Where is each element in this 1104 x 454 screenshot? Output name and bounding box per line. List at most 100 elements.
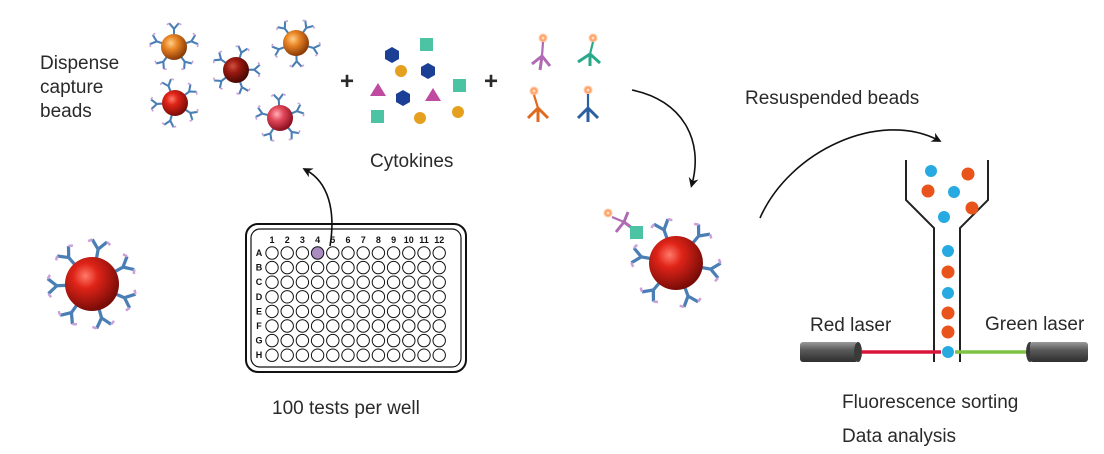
blue-bead-dot <box>942 245 954 257</box>
plate-well <box>402 304 416 319</box>
plate-well <box>295 348 310 362</box>
plate-row-label: B <box>256 263 263 273</box>
orange-bead-dot <box>965 201 979 215</box>
plate-well <box>265 275 279 289</box>
plate-well <box>402 319 416 333</box>
cytokine-circle <box>395 65 407 77</box>
data-analysis-label: Data analysis <box>842 426 956 447</box>
plate-well <box>432 348 446 362</box>
plate-well <box>341 319 355 333</box>
plate-well <box>432 246 446 260</box>
plate-well <box>265 348 279 362</box>
plate-well <box>371 319 386 333</box>
cytokine-square <box>371 110 384 123</box>
plate-well <box>432 275 446 289</box>
cytokine-square <box>453 79 466 92</box>
plate-well <box>265 304 279 319</box>
large-capture-bead <box>45 237 139 332</box>
plate-well <box>402 260 416 275</box>
plate-row-label: G <box>255 336 262 346</box>
plate-well <box>295 246 310 260</box>
blue-bead-dot <box>942 346 954 358</box>
plate-well <box>310 319 325 333</box>
plate-well <box>356 275 370 289</box>
plate-inner-frame <box>250 228 462 368</box>
plate-column-label: 8 <box>376 235 381 245</box>
plate-well <box>356 333 370 348</box>
plate-well <box>356 319 370 333</box>
blue-detection-antibody <box>576 85 600 122</box>
plate-well <box>432 290 446 304</box>
plate-row-label: H <box>256 350 263 360</box>
plate-well <box>402 290 416 304</box>
plate-well <box>310 333 325 348</box>
plate-well <box>295 260 310 275</box>
cytokine-hexagon <box>385 47 399 63</box>
dispense-label-line1: Dispense <box>40 53 119 74</box>
plate-well <box>402 333 416 348</box>
plate-well <box>280 290 294 304</box>
plate-well <box>417 333 431 348</box>
plate-row-label: A <box>256 248 263 258</box>
plate-well <box>265 290 279 304</box>
plate-well <box>341 333 355 348</box>
plate-well <box>356 290 370 304</box>
plate-well <box>371 260 386 275</box>
plate-well <box>310 290 325 304</box>
plate-row-label: E <box>256 306 262 316</box>
plate-well <box>371 304 386 319</box>
arrow-complex-to-cytometer <box>759 129 942 219</box>
plate-well <box>280 348 294 362</box>
plate-well <box>310 275 325 289</box>
arrow-antibodies-to-complex <box>631 89 699 188</box>
plate-well <box>371 290 386 304</box>
plate-column-label: 3 <box>300 235 305 245</box>
orange-bead <box>270 18 322 69</box>
plate-well <box>326 246 340 260</box>
cytokines-label: Cytokines <box>370 151 453 172</box>
red-laser-body <box>800 342 858 362</box>
plate-column-label: 5 <box>330 235 335 245</box>
flow-cell-beads <box>921 165 979 358</box>
plate-well <box>371 246 386 260</box>
plus-sign: + <box>484 68 498 95</box>
plate-well <box>417 246 431 260</box>
blue-bead-dot <box>938 211 950 223</box>
plate-column-label: 7 <box>361 235 366 245</box>
plate-well <box>326 290 340 304</box>
orange-bead-dot <box>941 306 955 320</box>
detection-antibodies <box>526 33 602 122</box>
plate-well <box>295 275 310 289</box>
plate-well <box>265 260 279 275</box>
plate-wells <box>265 246 446 362</box>
plate-well <box>326 348 340 362</box>
pink-bead <box>254 92 306 144</box>
plate-well <box>432 333 446 348</box>
plate-column-label: 11 <box>419 235 429 245</box>
plate-well <box>280 333 294 348</box>
plate-well <box>326 260 340 275</box>
plate-column-label: 1 <box>269 235 274 245</box>
cytokine-circle <box>414 112 426 124</box>
plate-column-label: 4 <box>315 235 320 245</box>
orange-bead-dot <box>961 167 975 181</box>
green-detection-antibody <box>577 33 602 66</box>
tests-per-well-label: 100 tests per well <box>272 398 420 419</box>
dark-red-bead <box>211 44 261 96</box>
red-laser-label: Red laser <box>810 315 892 336</box>
dispense-label-line3: beads <box>40 101 92 122</box>
plate-well <box>265 333 279 348</box>
highlighted-well <box>310 246 325 260</box>
red-laser <box>800 342 941 362</box>
bound-cytokine-square <box>630 226 643 239</box>
cytokine-triangle <box>425 88 441 101</box>
fluorescence-sorting-label: Fluorescence sorting <box>842 392 1018 413</box>
plate-column-label: 9 <box>391 235 396 245</box>
plate-well <box>356 348 370 362</box>
green-laser-label: Green laser <box>985 314 1085 335</box>
cytokine-square <box>420 38 433 51</box>
plate-column-label: 12 <box>434 235 444 245</box>
plate-well <box>432 304 446 319</box>
